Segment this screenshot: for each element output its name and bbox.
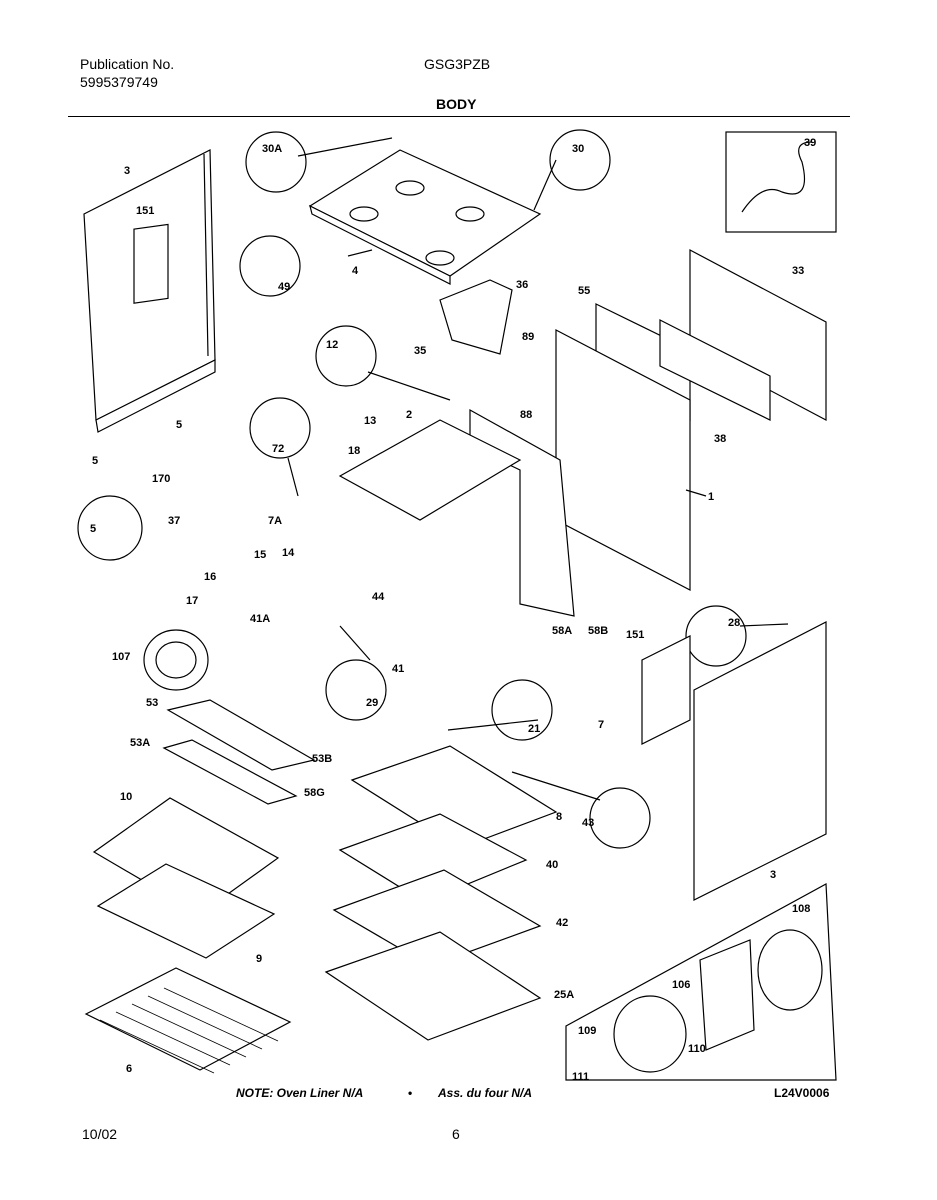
panel-151-right: [641, 635, 691, 745]
callout-49: [239, 235, 301, 297]
right-side-panel: [693, 621, 827, 901]
part-label: 8: [556, 811, 562, 823]
part-label: 41A: [250, 613, 270, 625]
part-label: 58A: [552, 625, 572, 637]
part-label: 109: [578, 1025, 596, 1037]
part-label: 43: [582, 817, 594, 829]
part-label: 151: [136, 205, 154, 217]
part-label: 53A: [130, 737, 150, 749]
part-label: 1: [708, 491, 714, 503]
publication-label: Publication No.: [80, 56, 175, 72]
part-label: 35: [414, 345, 426, 357]
part-label: 107: [112, 651, 130, 663]
vent-duct: [439, 279, 513, 355]
part-label: 106: [672, 979, 690, 991]
part-label: 12: [326, 339, 338, 351]
channel-53A: [162, 739, 298, 805]
exploded-parts-diagram: 3 151 30A 30 39 49 4 36 55 33 12 35 89 8…: [77, 129, 837, 1083]
note-oven-liner: NOTE: Oven Liner N/A: [236, 1086, 364, 1100]
part-label: 5: [90, 523, 96, 535]
part-label: 10: [120, 791, 132, 803]
part-label: 151: [626, 629, 644, 641]
part-label: 170: [152, 473, 170, 485]
part-label: 14: [282, 547, 295, 559]
section-title: BODY: [436, 96, 477, 112]
part-label: 89: [522, 331, 534, 343]
part-label: 15: [254, 549, 266, 561]
plate-25A: [324, 931, 542, 1041]
part-label: 38: [714, 433, 726, 445]
oven-rack: [84, 967, 292, 1071]
part-label: 2: [406, 409, 412, 421]
part-label: 53B: [312, 753, 332, 765]
part-label: 41: [392, 663, 404, 675]
note-oven-liner-fr: Ass. du four N/A: [438, 1086, 533, 1100]
part-label: 42: [556, 917, 568, 929]
part-label: 108: [792, 903, 810, 915]
power-cord-box: [725, 131, 837, 233]
part-label: 5: [176, 419, 182, 431]
part-label: 37: [168, 515, 180, 527]
part-label: 110: [688, 1043, 706, 1055]
part-label: 5: [92, 455, 98, 467]
part-label: 30A: [262, 143, 282, 155]
part-label: 3: [770, 869, 776, 881]
callout-28: [685, 605, 747, 667]
callout-29: [325, 659, 387, 721]
callout-12: [315, 325, 377, 387]
part-label: 72: [272, 443, 284, 455]
part-label: 88: [520, 409, 532, 421]
part-label: 16: [204, 571, 216, 583]
part-label: 53: [146, 697, 158, 709]
part-label: 21: [528, 723, 540, 735]
burner-107: [143, 629, 209, 691]
channel-53: [166, 699, 316, 771]
callout-43: [589, 787, 651, 849]
panel-38: [659, 319, 771, 421]
part-label: 40: [546, 859, 558, 871]
left-side-panel: [83, 149, 216, 433]
rear-panel-33: [689, 249, 827, 421]
cooktop-base: [308, 149, 542, 285]
header-rule: [68, 116, 850, 117]
part-label: 25A: [554, 989, 574, 1001]
part-label: 49: [278, 281, 290, 293]
callout-21: [491, 679, 553, 741]
part-label: 13: [364, 415, 376, 427]
model-number: GSG3PZB: [424, 56, 491, 72]
callout-30A: [245, 131, 307, 193]
part-label: 111: [572, 1071, 589, 1083]
part-label: 33: [792, 265, 804, 277]
broiler-tray: [96, 863, 276, 959]
part-label: 4: [352, 265, 359, 277]
part-label: 58G: [304, 787, 325, 799]
part-label: 7A: [268, 515, 282, 527]
footer-date: 10/02: [82, 1126, 118, 1142]
part-label: 9: [256, 953, 262, 965]
part-label: 18: [348, 445, 360, 457]
plate-40: [338, 813, 528, 903]
part-label: 7: [598, 719, 604, 731]
part-label: 36: [516, 279, 528, 291]
callout-5: [77, 495, 143, 561]
callout-72: [249, 397, 311, 459]
note-separator: •: [408, 1086, 413, 1100]
front-top-frame: [338, 419, 522, 521]
part-label: 28: [728, 617, 740, 629]
publication-number: 5995379749: [80, 74, 158, 90]
callout-30: [549, 129, 611, 191]
part-label: 29: [366, 697, 378, 709]
part-label: 44: [372, 591, 385, 603]
part-label: 39: [804, 137, 816, 149]
part-label: 30: [572, 143, 584, 155]
part-label: 58B: [588, 625, 608, 637]
back-panel-1: [555, 329, 691, 591]
page-number: 6: [452, 1126, 460, 1142]
part-label: 6: [126, 1063, 132, 1075]
part-label: 17: [186, 595, 198, 607]
part-label: 55: [578, 285, 590, 297]
part-label: 3: [124, 165, 130, 177]
diagram-ref-code: L24V0006: [774, 1086, 830, 1100]
